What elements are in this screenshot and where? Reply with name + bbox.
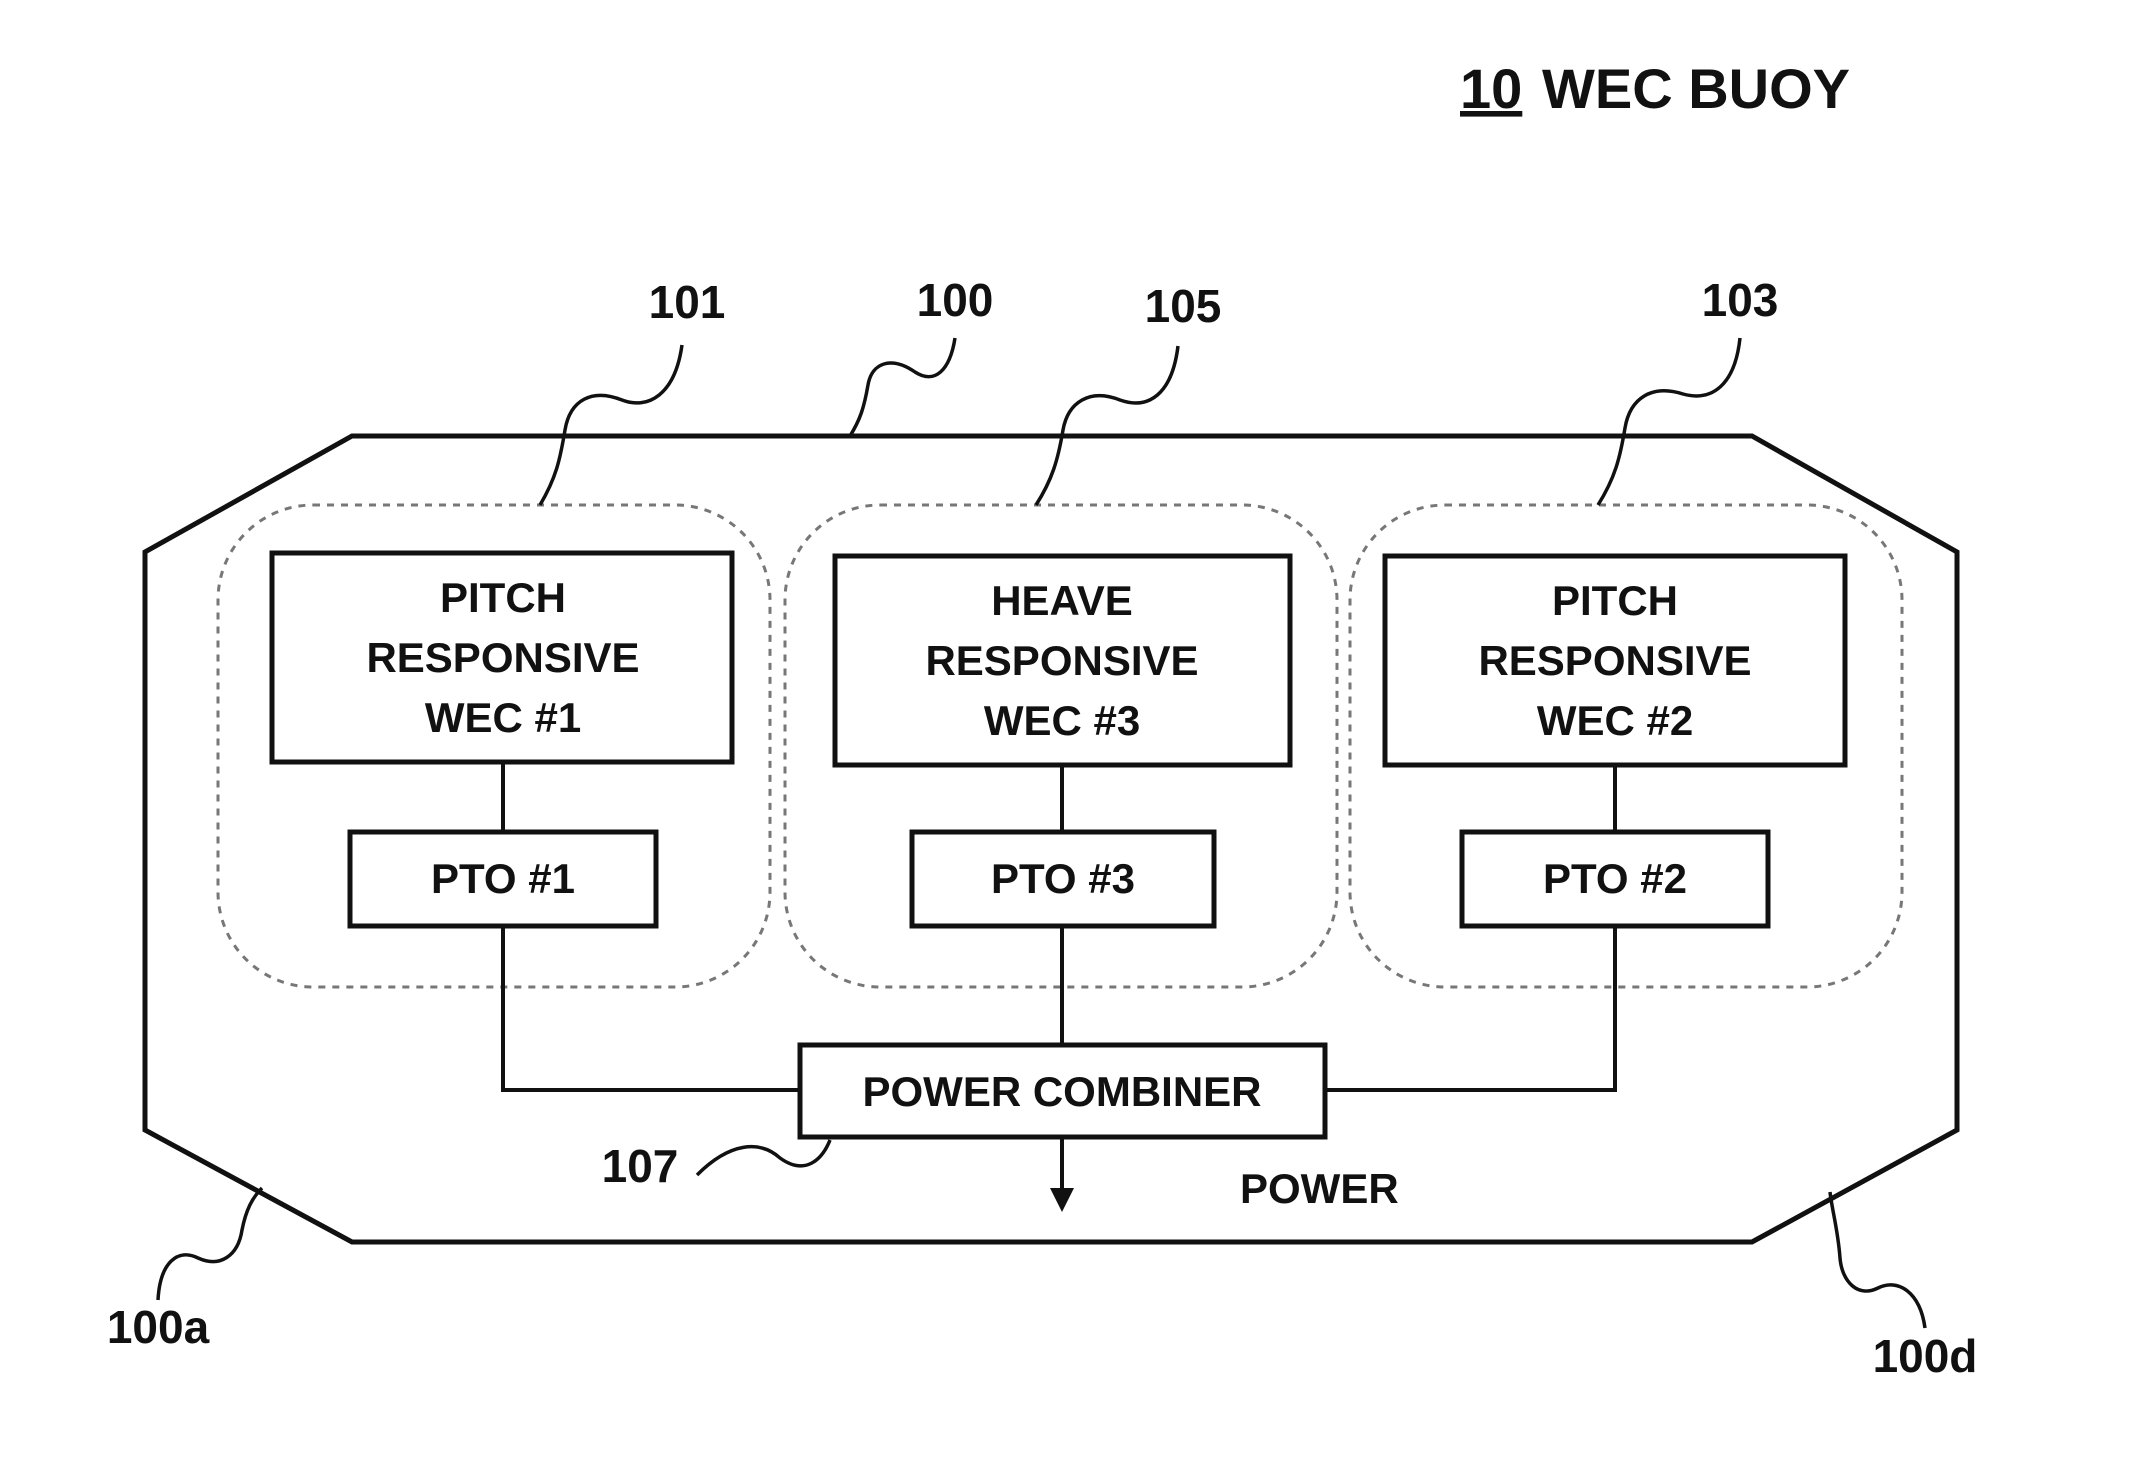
ref-numeral-107: 107: [602, 1140, 679, 1192]
power-output-label: POWER: [1240, 1165, 1399, 1212]
ref-numeral-103: 103: [1702, 274, 1779, 326]
figure-number: 10: [1460, 57, 1522, 120]
wec-label-line: RESPONSIVE: [366, 634, 639, 681]
pto-label: PTO #3: [991, 855, 1135, 902]
leader-line-100: [850, 338, 955, 436]
leader-line-105: [1036, 346, 1178, 505]
wec-label-line: RESPONSIVE: [925, 637, 1198, 684]
ref-numeral-100d: 100d: [1873, 1330, 1978, 1382]
leader-line-100d: [1830, 1192, 1925, 1328]
wec-label-line: WEC #3: [984, 697, 1140, 744]
leader-line-107: [697, 1140, 830, 1175]
ref-numeral-105: 105: [1145, 280, 1222, 332]
wec-label-line: PITCH: [1552, 577, 1678, 624]
wec-label-line: PITCH: [440, 574, 566, 621]
wec-label-line: WEC #2: [1537, 697, 1693, 744]
pto-label: PTO #1: [431, 855, 575, 902]
figure-title: WEC BUOY: [1542, 57, 1850, 120]
wec-label-line: WEC #1: [425, 694, 581, 741]
leader-line-100a: [158, 1188, 262, 1300]
power-combiner-label: POWER COMBINER: [863, 1068, 1262, 1115]
ref-numeral-100: 100: [917, 274, 994, 326]
ref-numeral-101: 101: [649, 276, 726, 328]
ref-numeral-100a: 100a: [107, 1301, 210, 1353]
wec-label-line: RESPONSIVE: [1478, 637, 1751, 684]
pto-label: PTO #2: [1543, 855, 1687, 902]
arrow-head-icon: [1050, 1188, 1074, 1212]
wec-label-line: HEAVE: [991, 577, 1133, 624]
wire-pto1-combiner: [503, 926, 800, 1090]
leader-line-103: [1598, 338, 1740, 505]
leader-line-101: [540, 345, 682, 505]
